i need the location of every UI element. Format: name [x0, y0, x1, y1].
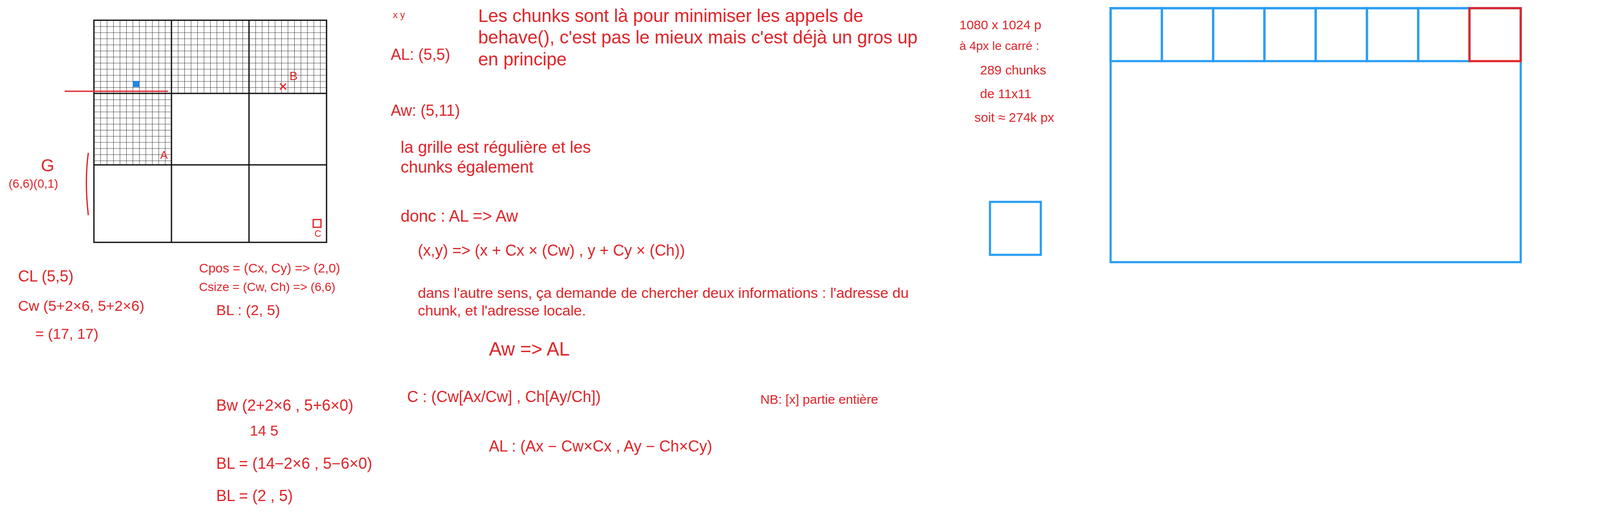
handwritten-note: Bw (2+2×6 , 5+6×0)	[216, 396, 354, 415]
chunk-line	[93, 93, 327, 95]
red-pointer-line	[64, 90, 169, 93]
corner-mark	[313, 219, 321, 228]
handwritten-note: AL : (Ax − Cw×Cx , Ay − Ch×Cy)	[488, 437, 713, 456]
handwritten-note: à 4px le carré :	[959, 38, 1040, 54]
handwritten-note: Csize = (Cw, Ch) => (6,6)	[199, 280, 336, 295]
chunk-square	[1418, 8, 1470, 62]
handwritten-note: soit ≈ 274k px	[974, 109, 1055, 126]
handwritten-note: 289 chunks	[980, 62, 1046, 78]
handwritten-note: CL (5,5)	[18, 267, 74, 286]
chunk-square	[1161, 8, 1214, 62]
handwritten-note: BL : (2, 5)	[216, 301, 281, 320]
chunk-line	[93, 164, 327, 166]
chunk-square	[1213, 8, 1265, 62]
handwritten-note: la grille est régulière et les chunks ég…	[400, 137, 625, 178]
cross-mark	[280, 83, 287, 90]
handwritten-note: Aw => AL	[488, 338, 570, 362]
handwritten-note: G	[40, 155, 55, 176]
screen-rect	[1110, 8, 1521, 263]
chunk-row	[1110, 8, 1470, 62]
chunk-line	[171, 20, 173, 243]
handwritten-note: dans l'autre sens, ça demande de cherche…	[417, 284, 914, 320]
handwritten-note: NB: [x] partie entière	[760, 392, 878, 408]
single-chunk	[989, 202, 1041, 256]
chunk-square	[1315, 8, 1367, 62]
grid-border	[93, 20, 327, 243]
handwritten-note: Les chunks sont là pour minimiser les ap…	[478, 5, 935, 71]
handwritten-note: 1080 x 1024 p	[959, 17, 1042, 33]
fine-grid	[93, 93, 172, 165]
handwritten-note: de 11x11	[980, 86, 1032, 102]
handwritten-note: B	[289, 68, 298, 84]
chunk-grid	[93, 20, 327, 243]
chunk-square	[1264, 8, 1316, 62]
chunk-square	[1110, 8, 1162, 62]
handwritten-note: donc : AL => Aw	[400, 206, 519, 227]
handwritten-note: C	[314, 228, 322, 240]
selected-cell	[132, 80, 140, 88]
handwritten-note: AL: (5,5)	[390, 45, 451, 64]
handwritten-note: Aw: (5,11)	[390, 101, 461, 120]
fine-grid	[93, 20, 327, 94]
handwritten-note: Cw (5+2×6, 5+2×6)	[18, 297, 145, 315]
handwritten-note: (x,y) => (x + Cx × (Cw) , y + Cy × (Ch))	[417, 241, 685, 260]
chunk-line	[248, 20, 250, 243]
last-chunk-square	[1469, 8, 1521, 62]
handwritten-note: BL = (2 , 5)	[216, 486, 293, 506]
handwritten-note: 14 5	[249, 422, 279, 440]
handwritten-note: x y	[392, 9, 405, 21]
handwritten-note: = (17, 17)	[35, 325, 99, 343]
bracket	[86, 152, 89, 216]
handwritten-note: BL = (14−2×6 , 5−6×0)	[216, 454, 373, 474]
handwritten-note: Cpos = (Cx, Cy) => (2,0)	[199, 260, 341, 277]
handwritten-note: (6,6)(0,1)	[8, 176, 59, 192]
chunk-square	[1366, 8, 1419, 62]
handwritten-note: A	[160, 148, 168, 162]
handwritten-note: C : (Cw[Ax/Cw] , Ch[Ay/Ch])	[407, 387, 601, 407]
